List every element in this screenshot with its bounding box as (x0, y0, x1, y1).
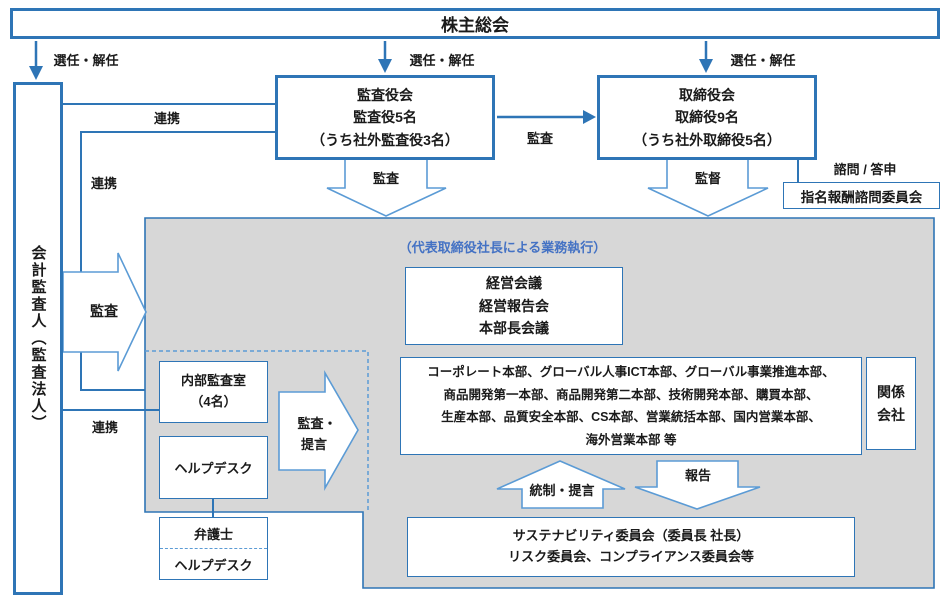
board-of-directors-box: 取締役会 取締役9名 （うち社外取締役5名） (597, 75, 817, 160)
audit-board-members: 監査役5名 (353, 109, 417, 126)
accounting-auditor-box: 会計監査人（監査法人） (13, 82, 63, 595)
affiliates-box: 関係 会社 (866, 357, 916, 450)
kansa-label-board-arrow: 監査 (526, 130, 553, 146)
management-meetings-box: 経営会議 経営報告会 本部長会議 (405, 267, 623, 345)
renkei-label-middle: 連携 (90, 175, 117, 191)
division-head-meeting-label: 本部長会議 (479, 320, 549, 337)
board-members: 取締役9名 (675, 109, 739, 126)
lawyer-label: 弁護士 (160, 518, 267, 549)
internal-audit-members: （4名） (190, 394, 237, 409)
execution-note-label: （代表取締役社長による業務執行） (398, 239, 607, 255)
helpdesk-box: ヘルプデスク (159, 436, 268, 499)
elect-arrow-right (699, 41, 713, 73)
shareholders-meeting-box: 株主総会 (10, 8, 940, 39)
management-report-label: 経営報告会 (479, 297, 549, 314)
supervise-block-arrow (647, 158, 769, 217)
sustainability-line1: サステナビリティ委員会（委員長 社長） (512, 528, 750, 544)
divisions-line2: 商品開発第一本部、商品開発第二本部、技術開発本部、購買本部、 (443, 387, 819, 402)
kansa-label-down-arrow: 監査 (372, 170, 399, 186)
report-down-arrow (634, 460, 761, 510)
lawyer-helpdesk-label: ヘルプデスク (174, 557, 253, 573)
renkei-label-bottom: 連携 (91, 419, 118, 435)
tousei-teigen-label: 統制・提言 (529, 482, 595, 498)
audit-arrow-to-board (497, 110, 596, 124)
divisions-line4: 海外営業本部 等 (585, 432, 677, 447)
elect-dismiss-label-right: 選任・解任 (730, 52, 796, 68)
audit-block-arrow-down (326, 158, 447, 217)
helpdesk-label: ヘルプデスク (174, 461, 253, 476)
nomination-committee-label: 指名報酬諮問委員会 (800, 189, 923, 205)
elect-dismiss-label-left: 選任・解任 (53, 52, 119, 68)
kantoku-label: 監督 (694, 170, 721, 186)
board-title: 取締役会 (679, 86, 735, 103)
internal-audit-scope-dashed (145, 350, 369, 512)
divisions-box: コーポレート本部、グローバル人事ICT本部、グローバル事業推進本部、 商品開発第… (400, 357, 862, 455)
audit-block-arrow-left (62, 252, 147, 372)
audit-board-box: 監査役会 監査役5名 （うち社外監査役3名） (275, 75, 495, 160)
houkoku-label: 報告 (684, 467, 711, 483)
management-meeting-label: 経営会議 (486, 275, 542, 292)
sustainability-line2: リスク委員会、コンプライアンス委員会等 (508, 549, 754, 564)
divisions-line1: コーポレート本部、グローバル人事ICT本部、グローバル事業推進本部、 (427, 365, 835, 379)
internal-audit-title: 内部監査室 (180, 373, 246, 389)
sustainability-committee-box: サステナビリティ委員会（委員長 社長） リスク委員会、コンプライアンス委員会等 (407, 517, 855, 577)
affiliates-line2: 会社 (877, 406, 905, 423)
audit-board-title: 監査役会 (357, 86, 413, 103)
shimon-toshin-label: 諮問 / 答申 (833, 161, 897, 177)
accounting-auditor-label: 会計監査人（監査法人） (29, 245, 47, 432)
elect-arrow-middle (378, 41, 392, 73)
internal-audit-box: 内部監査室 （4名） (159, 361, 268, 423)
shareholders-meeting-label: 株主総会 (441, 16, 509, 35)
renkei-label-top: 連携 (153, 110, 180, 126)
board-outside: （うち社外取締役5名） (633, 131, 781, 148)
lawyer-helpdesk-box: 弁護士 ヘルプデスク (159, 517, 268, 580)
kansa-teigen-label-2: 提言 (300, 436, 327, 452)
kansa-teigen-label-1: 監査・ (297, 415, 337, 431)
link-auditboard-internalaudit (80, 131, 275, 391)
control-proposal-up-arrow (496, 460, 626, 509)
audit-proposal-block-arrow (278, 370, 359, 492)
audit-board-outside: （うち社外監査役3名） (311, 131, 459, 148)
affiliates-line1: 関係 (877, 384, 905, 401)
elect-dismiss-label-middle: 選任・解任 (409, 52, 475, 68)
elect-arrow-left (29, 41, 43, 80)
kansa-label-left-arrow: 監査 (90, 303, 118, 319)
nomination-committee-box: 指名報酬諮問委員会 (783, 182, 940, 209)
divisions-line3: 生産本部、品質安全本部、CS本部、営業統括本部、国内営業本部、 (441, 410, 821, 424)
